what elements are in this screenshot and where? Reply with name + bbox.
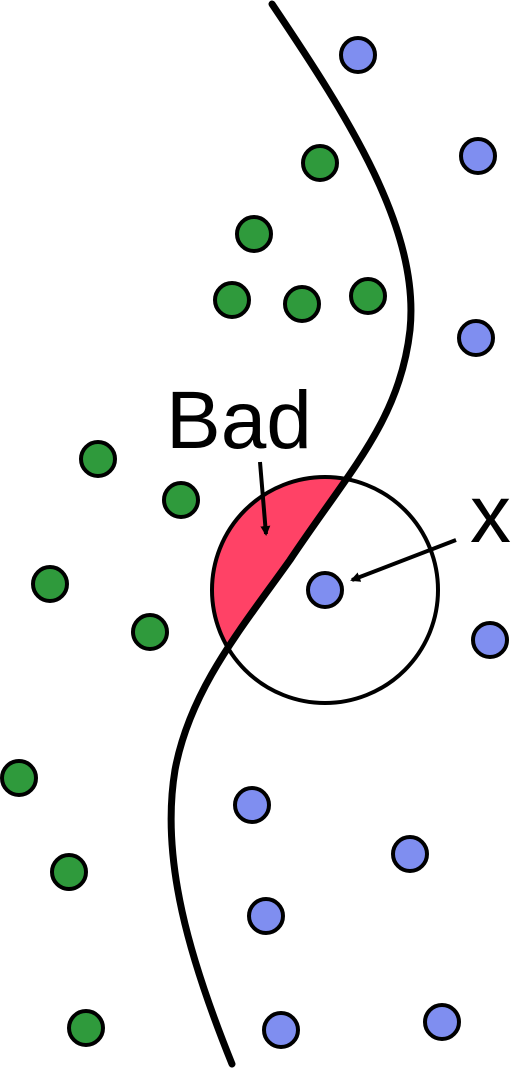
bad-arrow [258,461,271,536]
green-points [0,144,387,1047]
blue-point [459,137,497,175]
blue-point [423,1003,461,1041]
green-point [0,759,38,797]
bad-region [212,477,411,703]
green-point [349,277,387,315]
green-point [50,853,88,891]
x-arrow [350,538,457,582]
blue-point [233,786,271,824]
green-point [131,613,169,651]
neighborhood-circle [210,475,440,705]
blue-point [339,36,377,74]
blue-point [391,835,429,873]
x-label: x [470,469,511,560]
green-point [162,481,200,519]
blue-point [457,319,495,357]
green-point [31,565,69,603]
green-point [235,215,273,253]
blue-point [471,621,509,659]
query-point-x [306,571,344,609]
blue-point [247,897,285,935]
blue-points [233,36,509,1049]
blue-point [262,1011,300,1049]
green-point [67,1009,105,1047]
green-point [283,285,321,323]
green-point [213,281,251,319]
green-point [301,144,339,182]
decision-boundary [167,0,415,1068]
green-point [79,440,117,478]
bad-label: Bad [166,375,312,466]
